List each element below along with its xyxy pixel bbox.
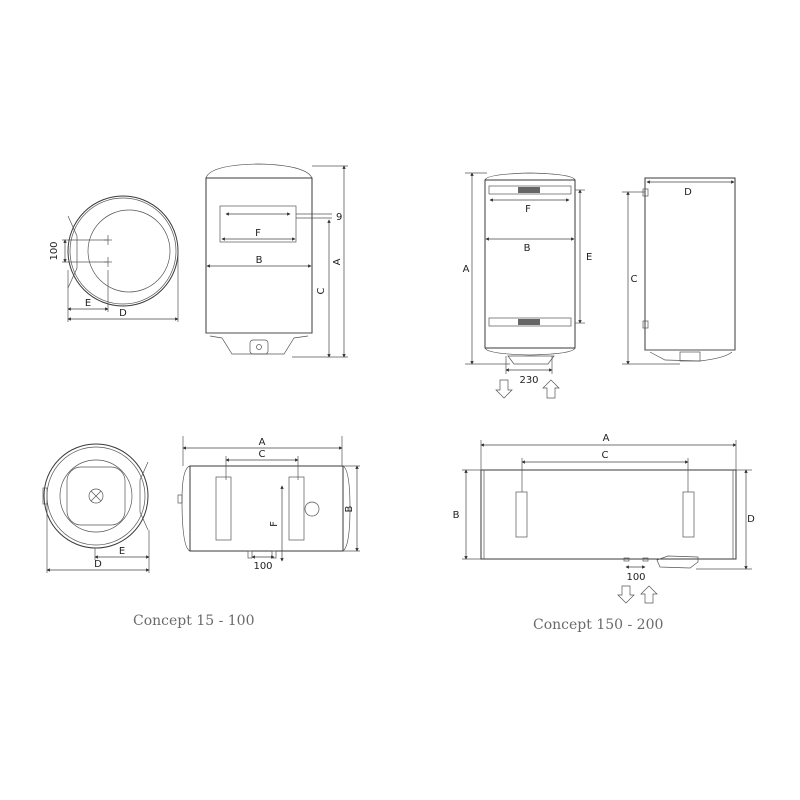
svg-text:F: F <box>525 204 531 215</box>
svg-text:B: B <box>524 243 531 254</box>
svg-text:B: B <box>453 510 460 521</box>
large-vertical-front-view: 230 F B A E <box>463 172 592 399</box>
mounting-bracket-icon <box>488 185 572 327</box>
dim-C-label: C <box>316 287 327 294</box>
dim-230-label: 230 <box>519 375 538 386</box>
small-vertical-top-view: 100 E D <box>49 195 179 322</box>
large-vertical-side-view: D C <box>622 177 736 365</box>
svg-text:E: E <box>586 252 592 263</box>
svg-text:D: D <box>94 559 102 570</box>
svg-text:C: C <box>259 449 266 460</box>
svg-text:100: 100 <box>626 572 645 583</box>
small-horizontal-end-view: E D <box>42 443 150 573</box>
dim-E-label: E <box>85 298 91 309</box>
svg-text:B: B <box>344 505 355 512</box>
dim-F-label: F <box>255 228 261 239</box>
svg-text:C: C <box>602 450 609 461</box>
large-horizontal-front-view: A C B D 100 <box>453 433 755 604</box>
dim-B-label: B <box>256 255 263 266</box>
inlet-arrow-icon <box>542 379 560 399</box>
small-horizontal-front-view: A C F B 100 <box>177 436 360 572</box>
dim-g-label: 9 <box>336 212 342 223</box>
dim-100-label: 100 <box>49 241 60 260</box>
outlet-arrow-icon <box>617 585 635 604</box>
svg-text:D: D <box>747 514 755 525</box>
svg-text:A: A <box>463 264 470 275</box>
small-vertical-front-view: 9 F B C A <box>205 163 348 358</box>
inlet-arrow-icon <box>640 585 658 604</box>
dim-A-label: A <box>332 258 343 265</box>
caption-concept-15-100: Concept 15 - 100 <box>133 613 255 629</box>
outlet-arrow-icon <box>495 379 513 399</box>
svg-text:A: A <box>603 433 610 444</box>
svg-text:F: F <box>269 521 280 527</box>
svg-text:100: 100 <box>253 561 272 572</box>
svg-text:A: A <box>259 437 266 448</box>
svg-text:C: C <box>631 274 638 285</box>
svg-text:E: E <box>119 546 125 557</box>
svg-text:D: D <box>684 187 692 198</box>
dim-D-label: D <box>119 308 127 319</box>
caption-concept-150-200: Concept 150 - 200 <box>533 617 664 633</box>
